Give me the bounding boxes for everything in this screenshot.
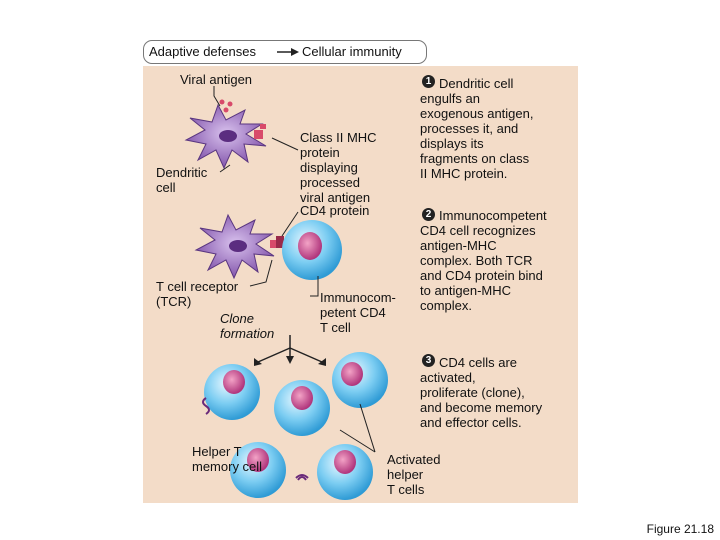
step-2-number: 2 [422,208,435,221]
label-viral-antigen: Viral antigen [180,72,253,87]
breadcrumb-cellular-immunity: Cellular immunity [302,44,402,59]
label-helper-memory-cell: Helper T memory cell [192,444,263,474]
label-cd4-protein: CD4 protein [300,203,370,218]
cd4-t-cell [282,220,342,280]
step-3-text: CD4 cells are activated, proliferate (cl… [420,355,543,430]
step-1-number: 1 [422,75,435,88]
clone-arrows [257,335,323,363]
breadcrumb: Adaptive defenses Cellular immunity [143,40,427,64]
helper-t-memory-cell [202,364,260,420]
step-1-text: Dendritic cell engulfs an exogenous anti… [420,76,534,181]
step-2-text: Immunocompetent CD4 cell recognizes anti… [420,208,547,313]
label-activated-helper: Activated helper T cells [387,452,441,497]
arrow-right-icon [277,48,299,56]
activated-t-cell-3 [230,442,309,498]
figure-caption: Figure 21.18 [646,522,714,536]
dendritic-cell-bottom [194,213,284,280]
breadcrumb-adaptive-defenses: Adaptive defenses [149,44,256,59]
activated-t-cell-2 [332,352,388,408]
activated-t-cell-1 [274,380,330,481]
dendritic-cell-top [184,103,267,170]
label-immunocompetent-cd4: Immunocom- petent CD4 T cell [320,290,396,335]
step-3-number: 3 [422,354,435,367]
activated-t-cell-4 [317,444,373,500]
leader-lines [213,86,376,453]
label-clone-formation: Clone formation [220,311,275,341]
label-tcr: T cell receptor (TCR) [156,279,239,309]
label-mhc-protein: Class II MHC protein displaying processe… [300,130,377,205]
label-dendritic-cell: Dendritic cell [156,165,208,195]
